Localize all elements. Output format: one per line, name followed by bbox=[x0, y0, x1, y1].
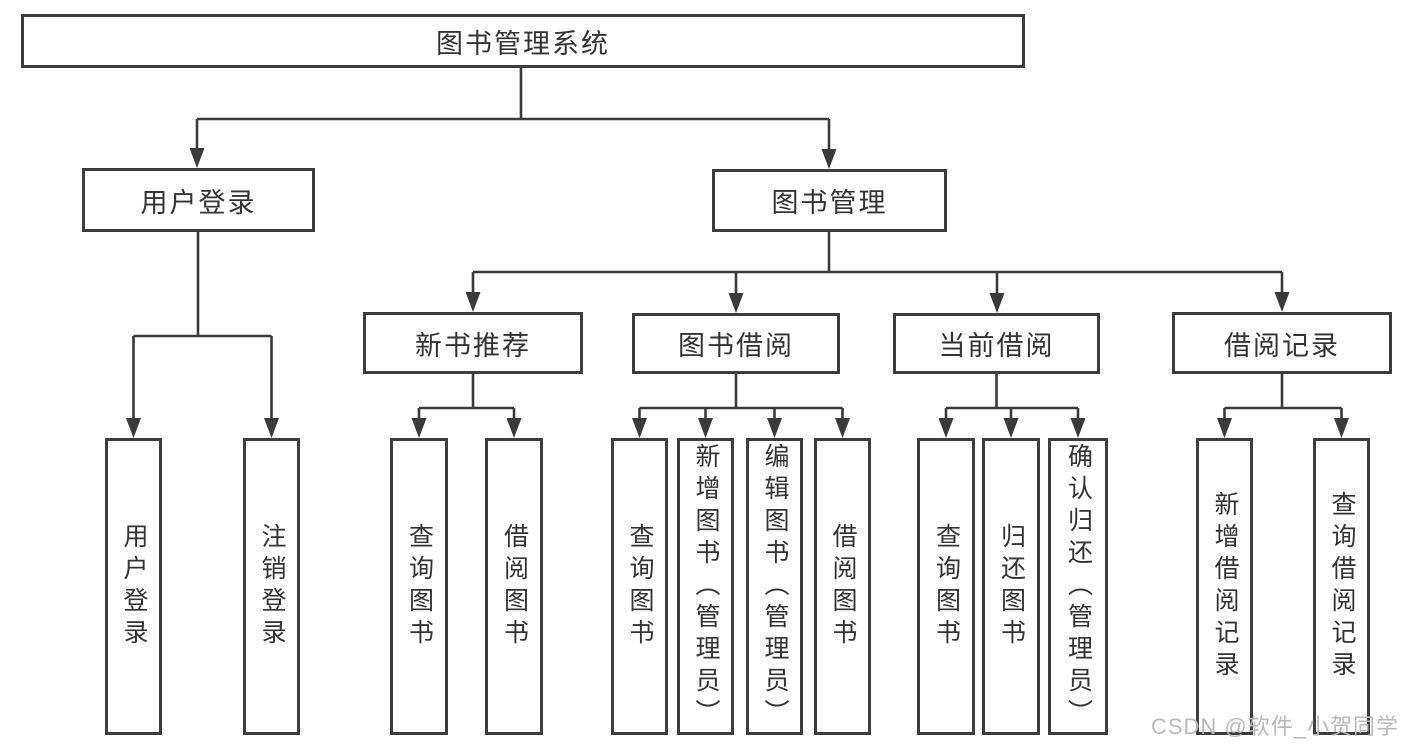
leaf-add-borrow-record: 新增借阅记录 bbox=[1196, 438, 1253, 735]
leaf-confirm-return-admin: 确认归还（管理员） bbox=[1048, 438, 1108, 735]
leaf-query-books-2: 查询图书 bbox=[611, 438, 668, 735]
leaf-query-books-3: 查询图书 bbox=[917, 438, 975, 735]
leaf-label: 用户登录 bbox=[120, 522, 148, 651]
leaf-label: 借阅图书 bbox=[500, 522, 529, 651]
leaf-add-books-admin: 新增图书（管理员） bbox=[677, 438, 734, 735]
leaf-logout: 注销登录 bbox=[243, 438, 300, 735]
leaf-query-borrow-record: 查询借阅记录 bbox=[1313, 438, 1370, 735]
leaf-query-books-1: 查询图书 bbox=[390, 438, 448, 735]
leaf-return-books: 归还图书 bbox=[982, 438, 1040, 735]
node-label: 新书推荐 bbox=[415, 330, 531, 361]
leaf-label: 新增图书（管理员） bbox=[692, 442, 720, 731]
node-root-system: 图书管理系统 bbox=[21, 14, 1025, 68]
leaf-label: 查询借阅记录 bbox=[1328, 490, 1356, 683]
node-label: 当前借阅 bbox=[938, 331, 1055, 361]
node-label: 借阅记录 bbox=[1224, 330, 1340, 361]
node-new-book-recommend: 新书推荐 bbox=[363, 312, 583, 374]
leaf-label: 新增借阅记录 bbox=[1211, 490, 1239, 683]
leaf-label: 查询图书 bbox=[405, 522, 434, 651]
csdn-watermark: CSDN @软件_小贺同学 bbox=[1150, 714, 1399, 739]
leaf-borrow-books-2: 借阅图书 bbox=[814, 438, 871, 735]
leaf-label: 编辑图书（管理员） bbox=[761, 442, 789, 731]
leaf-label: 查询图书 bbox=[932, 522, 961, 651]
leaf-label: 查询图书 bbox=[626, 522, 654, 651]
node-label: 图书管理系统 bbox=[436, 28, 610, 59]
node-label: 用户登录 bbox=[140, 187, 257, 218]
leaf-label: 注销登录 bbox=[258, 522, 286, 651]
node-label: 图书借阅 bbox=[678, 331, 794, 361]
leaf-edit-books-admin: 编辑图书（管理员） bbox=[746, 438, 803, 735]
node-borrow-records: 借阅记录 bbox=[1172, 312, 1392, 374]
leaf-label: 借阅图书 bbox=[829, 522, 857, 651]
leaf-label: 归还图书 bbox=[997, 522, 1026, 651]
node-label: 图书管理 bbox=[771, 188, 888, 218]
node-user-login: 用户登录 bbox=[82, 168, 315, 232]
leaf-user-login: 用户登录 bbox=[105, 438, 162, 735]
leaf-label: 确认归还（管理员） bbox=[1064, 442, 1093, 731]
node-current-borrowing: 当前借阅 bbox=[893, 313, 1100, 374]
node-book-borrowing: 图书借阅 bbox=[632, 313, 840, 374]
leaf-borrow-books-1: 借阅图书 bbox=[485, 438, 543, 735]
node-book-management: 图书管理 bbox=[712, 169, 947, 232]
